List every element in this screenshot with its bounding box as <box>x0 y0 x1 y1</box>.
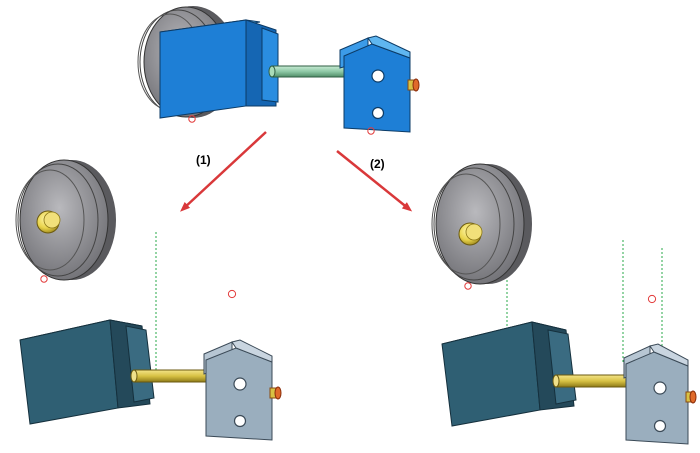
origin-marker <box>367 127 375 135</box>
top-shaft <box>268 65 347 78</box>
step-label-2: (2) <box>370 157 385 171</box>
right-bracket-housing <box>441 321 577 427</box>
right-end-plate <box>623 343 697 445</box>
left-end-plate <box>203 339 282 441</box>
arrow-left <box>180 131 267 212</box>
origin-marker <box>227 289 237 299</box>
right-shaft <box>552 374 635 388</box>
arrow-right <box>336 150 413 212</box>
right-wheel <box>431 163 532 290</box>
left-wheel <box>15 159 116 283</box>
left-bracket-housing <box>19 319 155 425</box>
step-label-1: (1) <box>196 153 211 167</box>
top-assembly <box>137 6 420 135</box>
top-bracket-housing <box>159 19 279 119</box>
top-pin-end <box>407 78 420 92</box>
origin-marker <box>188 115 196 123</box>
origin-marker <box>647 294 657 304</box>
left-shaft <box>130 369 215 383</box>
top-end-plate <box>339 35 411 133</box>
